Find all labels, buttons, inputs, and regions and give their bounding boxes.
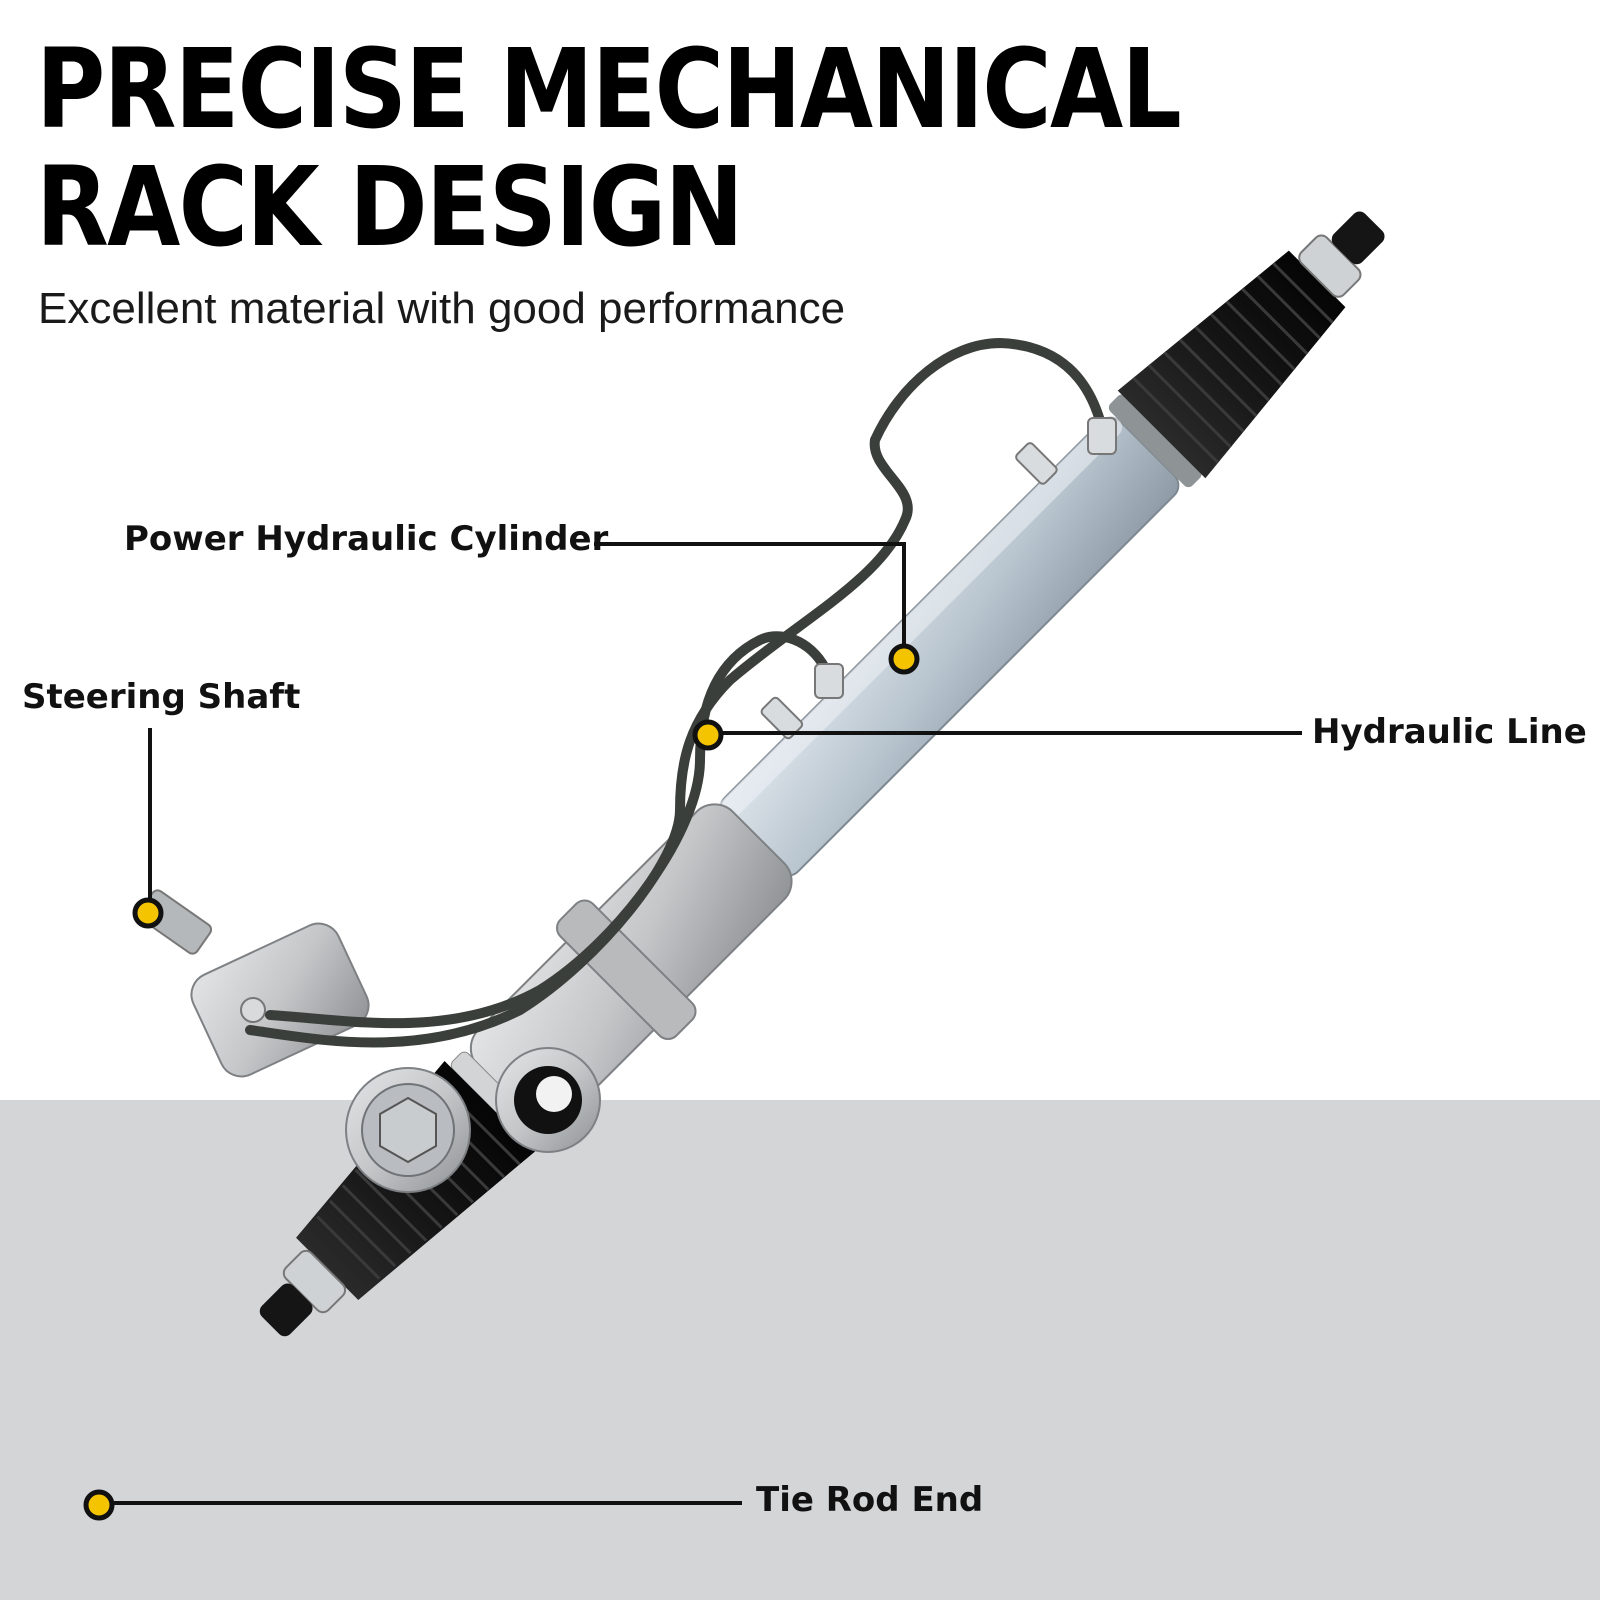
marker-tie-rod-end [83, 1489, 115, 1521]
right-boot [1108, 211, 1385, 488]
rack-assembly [259, 211, 1385, 1337]
steering-valve [137, 889, 370, 1078]
headline: PRECISE MECHANICAL RACK DESIGN [36, 25, 1182, 271]
callout-markers [83, 643, 920, 1521]
label-steering-shaft: Steering Shaft [22, 677, 301, 717]
callout-leaders [100, 542, 1302, 1505]
housing-rib [555, 899, 697, 1041]
label-power-hydraulic-cylinder: Power Hydraulic Cylinder [124, 519, 609, 559]
marker-steering-shaft [132, 897, 164, 929]
hydraulic-cylinder-body [719, 416, 1180, 877]
valve-port [240, 997, 266, 1023]
hex-bolt [379, 1096, 437, 1164]
mount-bushings [345, 1047, 601, 1193]
left-rack-end [259, 1283, 313, 1337]
cylinder-fitting-right [1015, 442, 1058, 485]
line-fitting-top [1087, 417, 1117, 455]
right-boot-ribs [1132, 262, 1334, 464]
bushing-hole [536, 1076, 572, 1112]
right-boot-clamp [1108, 394, 1202, 488]
headline-line-1: PRECISE MECHANICAL [36, 25, 1182, 153]
hydraulic-line-long [245, 337, 1107, 1048]
label-hydraulic-line: Hydraulic Line [1312, 712, 1587, 752]
leader-power-hydraulic-cylinder [594, 542, 906, 656]
line-fitting-middle [814, 663, 844, 699]
floor-background [0, 1100, 1600, 1600]
marker-hydraulic-line [692, 719, 724, 751]
valve-body [190, 922, 370, 1078]
hydraulic-line-short [265, 631, 830, 1029]
right-rack-end [1331, 211, 1385, 265]
hydraulic-lines [245, 337, 1107, 1048]
subheadline: Excellent material with good performance [38, 284, 846, 333]
cylinder-highlight [718, 415, 1123, 820]
label-tie-rod-end: Tie Rod End [756, 1480, 984, 1520]
marker-power-hydraulic-cylinder [888, 643, 920, 675]
headline-line-2: RACK DESIGN [36, 143, 744, 271]
